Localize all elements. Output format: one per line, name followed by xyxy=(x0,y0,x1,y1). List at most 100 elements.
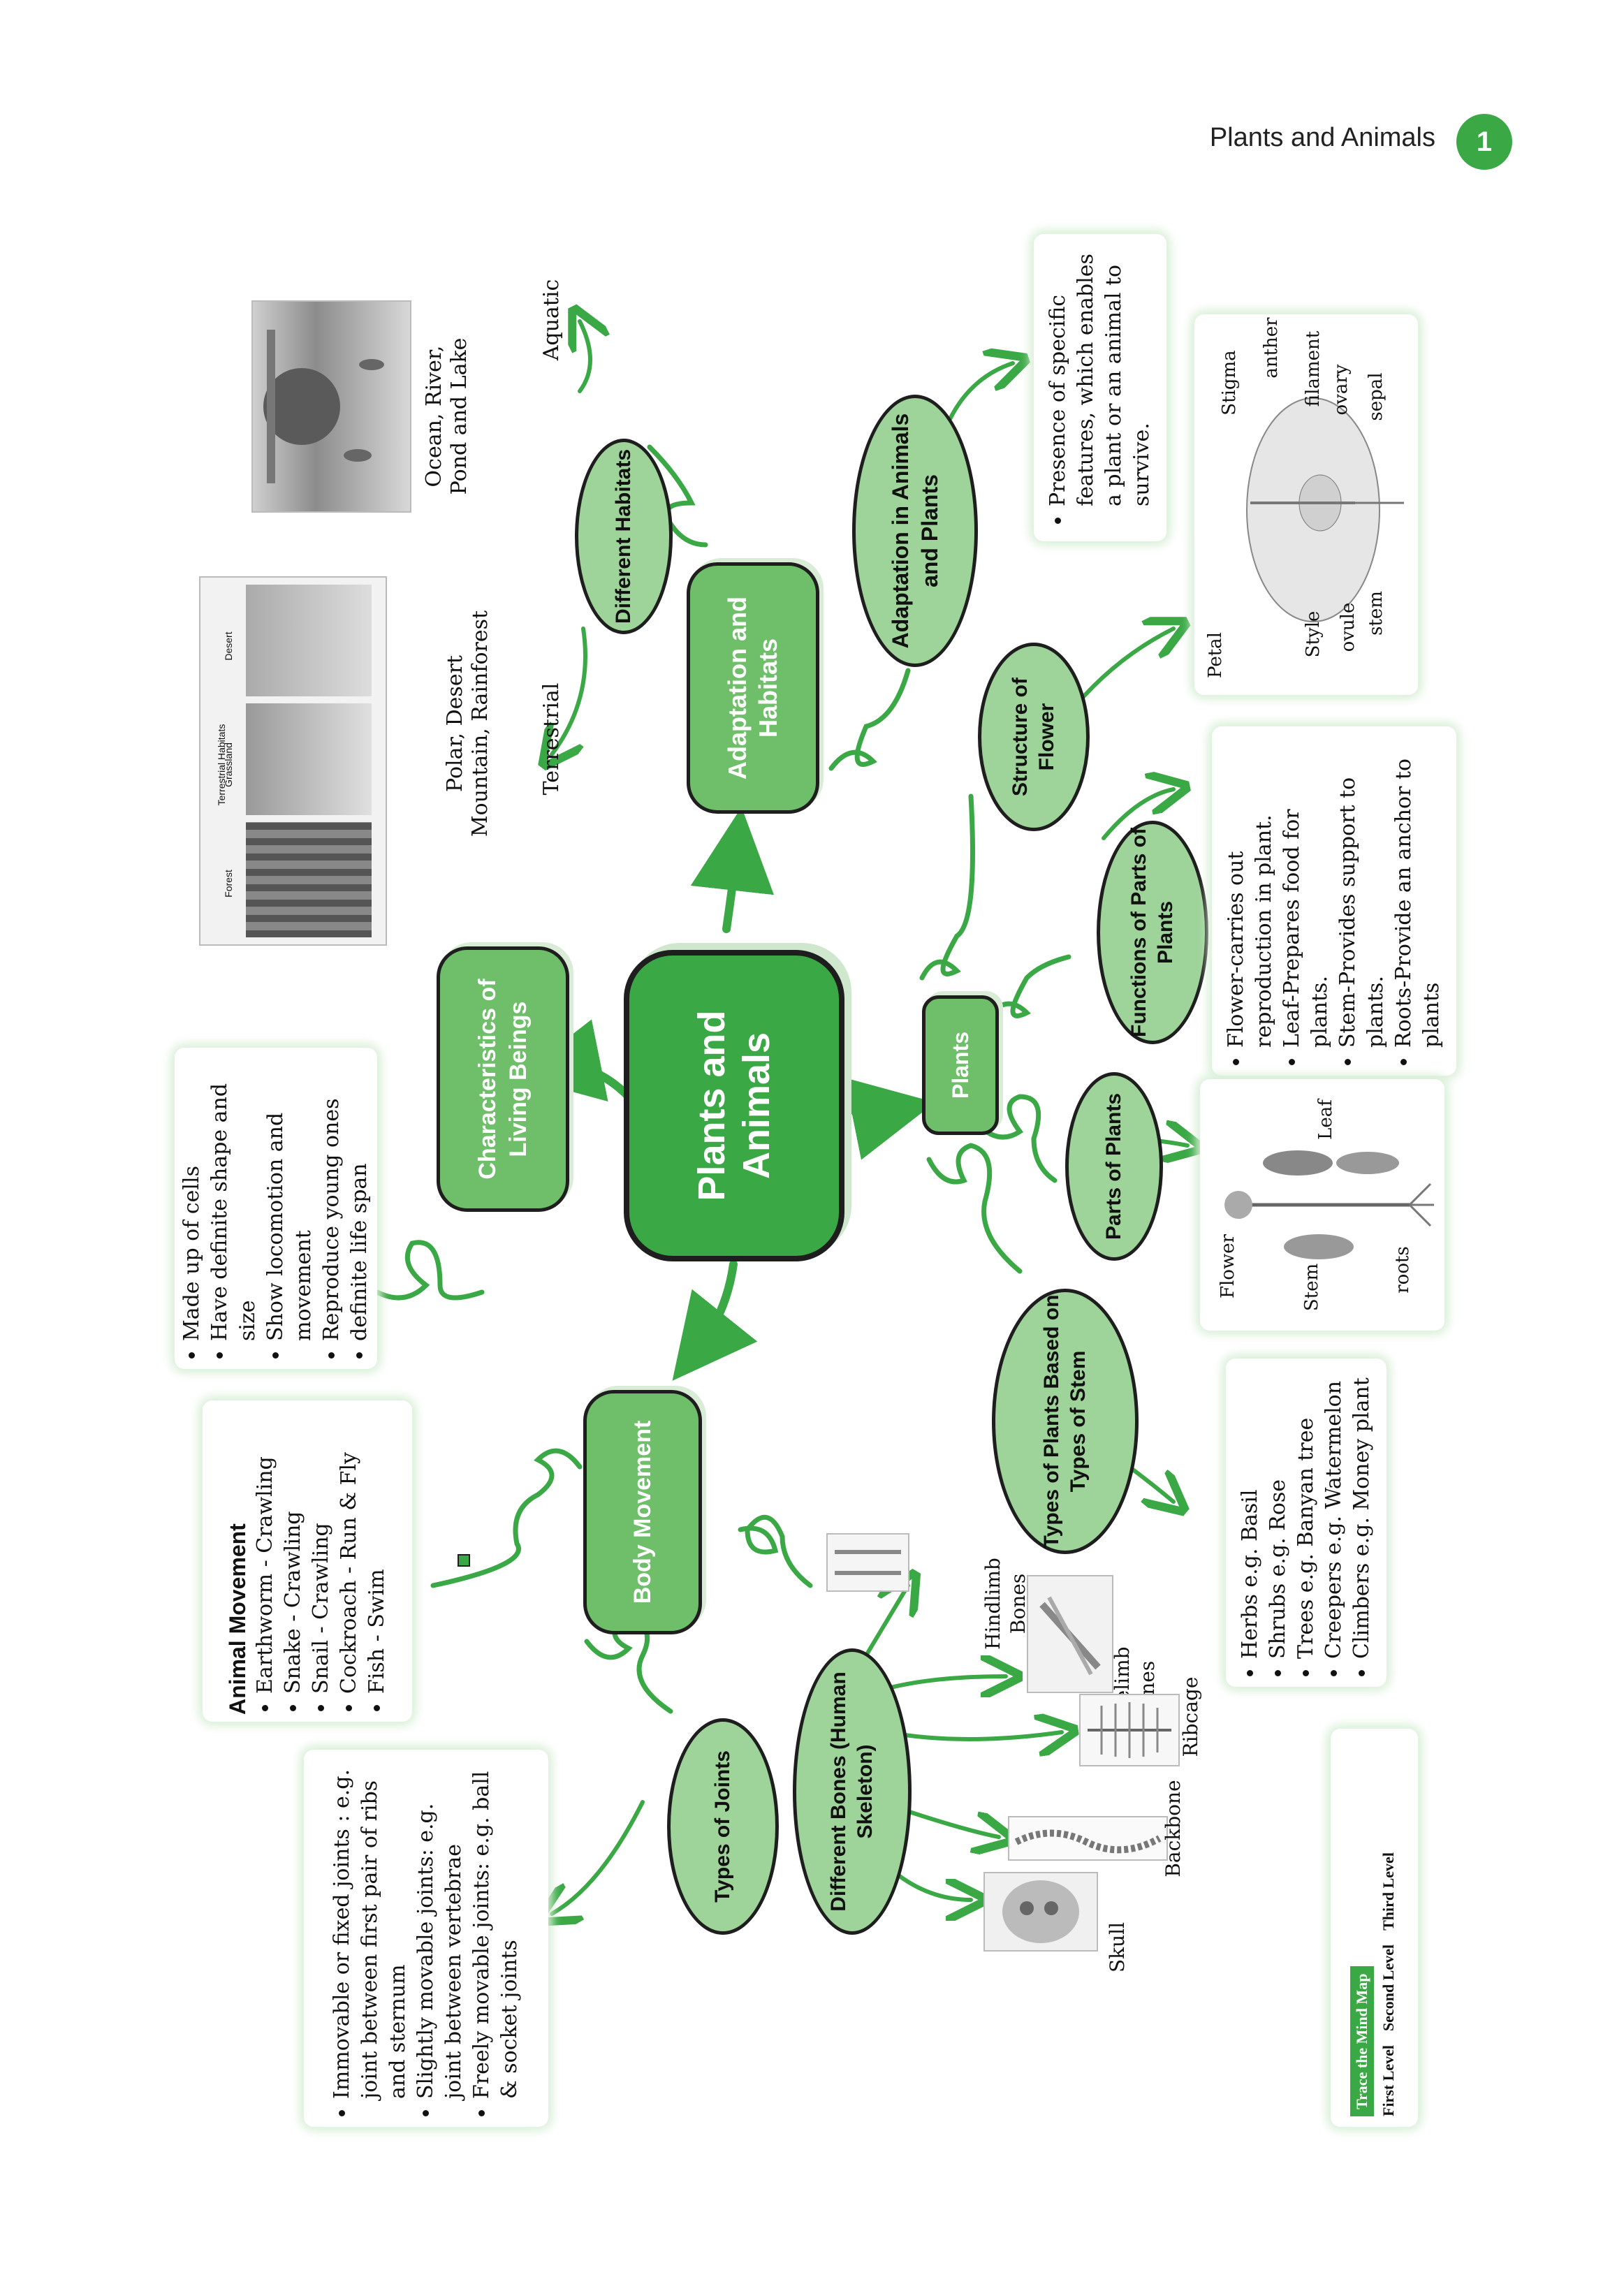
curl-connector xyxy=(647,444,708,548)
flower-label-anther: anther xyxy=(1261,317,1282,379)
flower-label-ovule: ovule xyxy=(1338,602,1359,652)
plant-diagram-icon xyxy=(1224,1150,1434,1259)
node-functions-parts: Functions of Parts of Plants xyxy=(1097,821,1208,1044)
curl-connector xyxy=(430,1448,583,1588)
desert-photo xyxy=(246,585,372,696)
card-functions: Flower-carries out reproduction in plant… xyxy=(1212,726,1456,1076)
node-plants: Plants xyxy=(922,995,999,1135)
ribcage-icon xyxy=(1088,1702,1171,1758)
label-terrestrial-desc: Polar, Desert Mountain, Rainforest xyxy=(443,610,492,837)
outline-arrow xyxy=(864,1586,908,1657)
arrow-center-to-body xyxy=(672,1260,758,1381)
skull-image xyxy=(983,1872,1098,1952)
card-functions-item: Stem-Provides support to plants. xyxy=(1334,733,1390,1048)
flower-label-stigma: Stigma xyxy=(1219,350,1240,416)
grassland-photo xyxy=(246,703,372,815)
node-types-plants-label: Types of Plants Based on Types of Stem xyxy=(1040,1294,1090,1549)
habitat-photo-forest: Forest xyxy=(223,870,234,898)
node-body-movement: Body Movement xyxy=(583,1390,702,1634)
card-functions-item: Flower-carries out reproduction in plant… xyxy=(1222,733,1278,1048)
label-aquatic-desc: Ocean, River, Pond and Lake xyxy=(422,337,471,495)
arrow-center-to-characteristics xyxy=(518,1019,633,1102)
card-animal-movement-item: Earthworm - Crawling xyxy=(251,1407,279,1694)
flower-label-sepal: sepal xyxy=(1366,372,1387,421)
node-structure-flower-label: Structure of Flower xyxy=(1009,678,1058,797)
forelimb-icon xyxy=(1039,1596,1101,1676)
label-hindlimb: Hindlimb Bones xyxy=(981,1558,1030,1650)
card-characteristics-item: Made up of cells xyxy=(178,1055,206,1341)
card-adaptation: Presence of specific features, which ena… xyxy=(1034,234,1166,541)
card-types-plants-item: Climbers e.g. Money plant xyxy=(1348,1366,1376,1659)
outline-arrow xyxy=(892,1870,971,1900)
card-animal-movement: Animal Movement Earthworm - Crawling Sna… xyxy=(203,1400,412,1722)
flower-diagram-icon xyxy=(1246,397,1404,622)
card-adaptation-item: Presence of specific features, which ena… xyxy=(1044,248,1156,506)
node-types-joints: Types of Joints xyxy=(667,1718,779,1935)
outline-arrow xyxy=(885,1732,1062,1739)
node-characteristics-label: Characteristics of Living Beings xyxy=(474,979,532,1180)
legend-first-level: First Level xyxy=(1379,2044,1397,2116)
outline-arrow xyxy=(552,1800,645,1914)
node-body-movement-label: Body Movement xyxy=(629,1420,656,1604)
node-adaptation-habitats: Adaptation and Habitats xyxy=(687,562,819,814)
card-flower-structure: Stigma anther filament ovary sepal Petal… xyxy=(1194,314,1418,695)
node-plants-label: Plants xyxy=(947,1031,973,1099)
card-characteristics-item: definite life span xyxy=(346,1055,374,1341)
flower-label-petal: Petal xyxy=(1205,632,1226,678)
card-types-plants-item: Trees e.g. Banyan tree xyxy=(1292,1366,1320,1659)
habitat-photo-desert: Desert xyxy=(223,631,234,661)
card-types-plants-item: Shrubs e.g. Rose xyxy=(1264,1366,1292,1659)
node-parts-plants-label: Parts of Plants xyxy=(1102,1092,1125,1240)
arrow-center-to-adaptation xyxy=(690,807,775,933)
page-number-badge: 1 xyxy=(1456,114,1512,170)
ribcage-image xyxy=(1079,1694,1180,1766)
curl-connector xyxy=(374,1240,485,1301)
outline-arrow xyxy=(878,1676,1006,1690)
card-types-plants-item: Creepers e.g. Watermelon xyxy=(1320,1366,1348,1659)
curl-connector xyxy=(926,1143,1023,1274)
page-header-title: Plants and Animals xyxy=(1209,123,1435,152)
skull-icon xyxy=(1002,1880,1079,1943)
flower-label-filament: filament xyxy=(1303,330,1324,407)
label-backbone: Backbone xyxy=(1162,1780,1185,1877)
legend-title: Trace the Mind Map xyxy=(1349,1966,1374,2116)
habitat-photo-grassland: Grassland xyxy=(223,742,234,787)
card-animal-movement-item: Snake - Crawling xyxy=(279,1407,307,1694)
plant-label-flower: Flower xyxy=(1217,1233,1238,1299)
center-node-label: Plants and Animals xyxy=(691,1010,777,1201)
card-characteristics: Made up of cells Have definite shape and… xyxy=(175,1048,377,1369)
forest-photo xyxy=(246,822,372,937)
outline-arrow xyxy=(552,627,587,754)
node-types-joints-label: Types of Joints xyxy=(711,1750,734,1903)
legend-trace-mind-map: Trace the Mind Map First Level Second Le… xyxy=(1331,1729,1418,2127)
card-joints-item: Slightly movable joints: e.g. joint betw… xyxy=(412,1757,468,2099)
label-aquatic: Aquatic xyxy=(539,279,564,361)
card-animal-movement-item: Fish - Swim xyxy=(363,1407,391,1694)
card-types-plants: Herbs e.g. Basil Shrubs e.g. Rose Trees … xyxy=(1226,1359,1387,1687)
card-types-plants-item: Herbs e.g. Basil xyxy=(1236,1366,1264,1659)
outline-arrow xyxy=(580,321,590,393)
flower-label-ovary: ovary xyxy=(1331,364,1352,416)
label-skull: Skull xyxy=(1106,1921,1129,1973)
backbone-image xyxy=(1008,1816,1168,1861)
aquatic-habitat-image xyxy=(251,300,411,513)
outline-arrow xyxy=(1102,789,1173,840)
legend-third-level: Third Level xyxy=(1379,1852,1397,1931)
curl-connector xyxy=(975,1094,1058,1183)
center-node: Plants and Animals xyxy=(624,950,844,1261)
node-types-plants: Types of Plants Based on Types of Stem xyxy=(992,1289,1139,1554)
card-animal-movement-item: Cockroach - Run & Fly xyxy=(335,1407,363,1694)
node-different-habitats: Different Habitats xyxy=(575,439,673,634)
node-characteristics: Characteristics of Living Beings xyxy=(437,946,569,1212)
legend-second-level: Second Level xyxy=(1379,1944,1397,2031)
flower-label-style: Style xyxy=(1303,610,1324,658)
aquatic-scene-icon xyxy=(263,330,384,483)
label-ribcage: Ribcage xyxy=(1179,1676,1202,1757)
node-different-bones: Different Bones (Human Skeleton) xyxy=(793,1648,912,1935)
backbone-icon xyxy=(1014,1829,1162,1854)
flower-label-stem: stem xyxy=(1366,591,1387,636)
outline-arrow xyxy=(1074,629,1173,708)
node-different-habitats-label: Different Habitats xyxy=(612,448,635,624)
hindlimb-icon xyxy=(835,1550,901,1575)
